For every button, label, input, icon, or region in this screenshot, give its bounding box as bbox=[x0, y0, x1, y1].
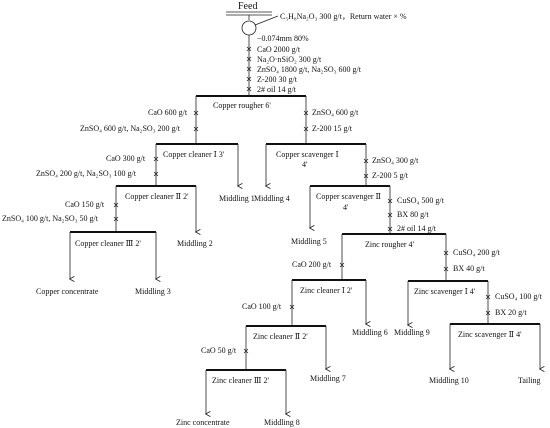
cond-reagent-4: Z-200 30 g/t bbox=[257, 75, 298, 84]
copper-cleaner-2-label: Copper cleaner Ⅱ 2' bbox=[125, 192, 189, 201]
cond-reagent-5: 2# oil 14 g/t bbox=[257, 85, 297, 94]
grinding-reagent-pointer bbox=[254, 15, 279, 26]
cu-c1-add-marks bbox=[193, 110, 199, 132]
zinc-scavenger-2-label: Zinc scavenger Ⅱ 4' bbox=[458, 330, 522, 339]
zn-s1-reagent-a: CuSO₄ 200 g/t bbox=[453, 248, 501, 257]
zn-r-reagent-b: BX 80 g/t bbox=[397, 210, 429, 219]
zn-s1-reagent-b: BX 40 g/t bbox=[453, 264, 485, 273]
middling-4: Middling 4 bbox=[254, 194, 290, 203]
cu-c2-add-marks bbox=[153, 156, 159, 177]
cu-c3-reagent-b: ZnSO₄ 100 g/t, Na₂SO₃ 50 g/t bbox=[2, 214, 99, 223]
zn-r-reagent-c: 2# oil 14 g/t bbox=[397, 224, 437, 233]
cond-reagent-1: CaO 2000 g/t bbox=[257, 45, 301, 54]
zinc-concentrate: Zinc concentrate bbox=[176, 418, 230, 427]
zn-c2-reagent: CaO 100 g/t bbox=[242, 302, 282, 311]
cu-s2-reagent-a: ZnSO₄ 300 g/t bbox=[372, 156, 419, 165]
feed-label: Feed bbox=[238, 1, 257, 12]
copper-rougher-label: Copper rougher 6' bbox=[213, 101, 271, 110]
copper-scavenger-1-label-1: Copper scavenger Ⅰ bbox=[276, 150, 339, 159]
cu-c1-reagent-a: CaO 600 g/t bbox=[148, 108, 188, 117]
zinc-cleaner-3-label: Zinc cleaner Ⅲ 2' bbox=[212, 376, 269, 385]
middling-8: Middling 8 bbox=[264, 418, 300, 427]
middling-1: Middling 1 bbox=[219, 194, 255, 203]
copper-cleaner-1-label: Copper cleaner Ⅰ 3' bbox=[163, 150, 225, 159]
zn-s2-add-marks bbox=[485, 294, 491, 316]
middling-6: Middling 6 bbox=[352, 328, 388, 337]
zinc-cleaner-1-label: Zinc cleaner Ⅰ 2' bbox=[300, 286, 353, 295]
tailing: Tailing bbox=[518, 376, 541, 385]
zn-c1-add-mark bbox=[339, 262, 345, 268]
zinc-scavenger-1-label: Zinc scavenger Ⅰ 4' bbox=[414, 287, 476, 296]
middling-2: Middling 2 bbox=[177, 239, 213, 248]
cu-s1-reagent-b: Z-200 15 g/t bbox=[312, 124, 353, 133]
zn-r-reagent-a: CuSO₄ 500 g/t bbox=[397, 196, 445, 205]
cu-c1-reagent-b: ZnSO₄ 600 g/t, Na₂SO₃ 200 g/t bbox=[80, 124, 181, 133]
zn-s2-reagent-b: BX 20 g/t bbox=[495, 308, 527, 317]
middling-10: Middling 10 bbox=[429, 376, 469, 385]
copper-scavenger-1-label-2: 4' bbox=[302, 160, 308, 169]
zinc-rougher-label: Zinc rougher 4' bbox=[365, 240, 415, 249]
copper-scavenger-2-label-1: Copper scavenger Ⅱ bbox=[316, 192, 381, 201]
middling-3: Middling 3 bbox=[135, 287, 171, 296]
cu-s2-reagent-b: Z-200 5 g/t bbox=[372, 171, 409, 180]
zn-c3-add-mark bbox=[243, 348, 249, 354]
copper-concentrate: Copper concentrate bbox=[36, 287, 99, 296]
zn-r-add-marks bbox=[387, 198, 393, 232]
cond-add-marks bbox=[246, 46, 252, 92]
cond-reagent-2: Na₂O·nSiO₂ 300 g/t bbox=[257, 55, 322, 64]
cu-c2-reagent-a: CaO 300 g/t bbox=[106, 154, 146, 163]
grinding-reagent-text: C₅H₈Na₂O₃ 300 g/t，Return water × % bbox=[280, 12, 407, 21]
cu-s1-add-marks bbox=[303, 110, 309, 132]
cu-c3-add-marks bbox=[113, 202, 119, 222]
cu-c2-reagent-b: ZnSO₄ 200 g/t, Na₂SO₃ 100 g/t bbox=[36, 169, 137, 178]
cu-s1-reagent-a: ZnSO₄ 600 g/t bbox=[312, 108, 359, 117]
zn-c1-reagent: CaO 200 g/t bbox=[292, 260, 332, 269]
zn-s1-add-marks bbox=[443, 250, 449, 272]
grinding-size-text: −0.074mm 80% bbox=[257, 34, 309, 43]
cu-s2-add-marks bbox=[363, 158, 369, 179]
zn-s2-reagent-a: CuSO₄ 100 g/t bbox=[495, 292, 543, 301]
grinding-circle bbox=[241, 20, 257, 36]
middling-9: Middling 9 bbox=[394, 328, 430, 337]
zn-c2-add-mark bbox=[289, 304, 295, 310]
cond-reagent-3: ZnSO₄ 1800 g/t, Na₂SO₃ 600 g/t bbox=[257, 65, 362, 74]
copper-cleaner-3-label: Copper cleaner Ⅲ 2' bbox=[75, 239, 141, 248]
zn-c3-reagent: CaO 50 g/t bbox=[201, 346, 237, 355]
zinc-cleaner-2-label: Zinc cleaner Ⅱ 2' bbox=[253, 332, 308, 341]
cu-c3-reagent-a: CaO 150 g/t bbox=[65, 200, 105, 209]
middling-5: Middling 5 bbox=[291, 237, 327, 246]
middling-7: Middling 7 bbox=[310, 374, 346, 383]
copper-scavenger-2-label-2: 4' bbox=[343, 203, 349, 212]
